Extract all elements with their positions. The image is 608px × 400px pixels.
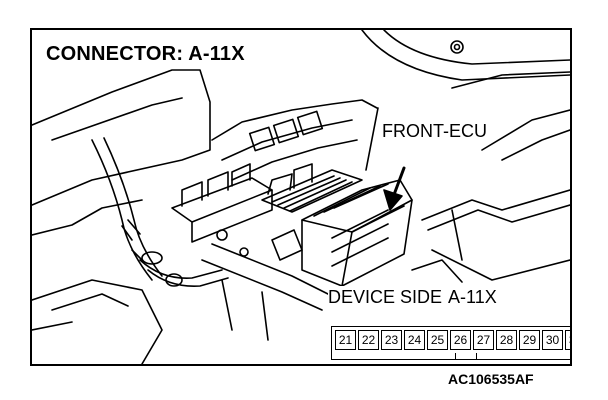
connector-key-notch — [455, 353, 477, 360]
pin-28: 28 — [496, 330, 517, 350]
connector-title: CONNECTOR: A-11X — [44, 42, 247, 66]
pin-22: 22 — [358, 330, 379, 350]
pin-26: 26 — [450, 330, 471, 350]
front-ecu-callout: FRONT-ECU — [380, 120, 489, 142]
device-side-text: DEVICE SIDE — [328, 287, 443, 307]
engine-bay-illustration — [32, 30, 570, 364]
pin-21: 21 — [335, 330, 356, 350]
device-connector-code: A-11X — [448, 287, 497, 307]
pin-24: 24 — [404, 330, 425, 350]
pin-25: 25 — [427, 330, 448, 350]
connector-pinout: 21 22 23 24 25 26 27 28 29 30 31 — [331, 326, 570, 360]
pin-23: 23 — [381, 330, 402, 350]
pin-27: 27 — [473, 330, 494, 350]
figure-reference-code: AC106535AF — [448, 371, 534, 387]
pin-29: 29 — [519, 330, 540, 350]
pin-30: 30 — [542, 330, 563, 350]
pin-31: 31 — [565, 330, 570, 350]
